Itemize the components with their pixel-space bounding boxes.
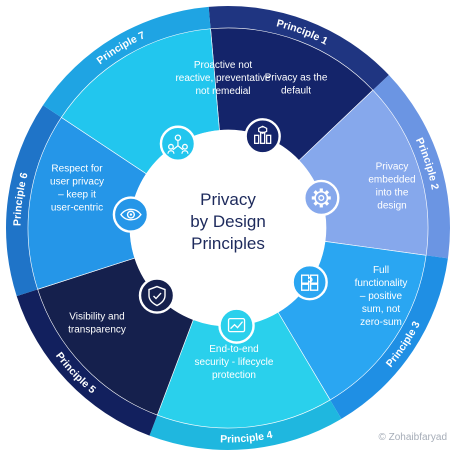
watermark: © Zohaibfaryad	[378, 432, 447, 443]
principle-1-badge	[244, 118, 281, 155]
principle-6-badge	[112, 196, 150, 233]
principle-4-ring-band	[149, 399, 342, 450]
principle-3-ring-band	[330, 255, 448, 419]
center-title-line-2: by Design	[190, 212, 266, 231]
principle-4-badge	[218, 307, 255, 344]
principle-5-ring-band	[16, 289, 158, 436]
principle-7-badge	[159, 125, 197, 162]
principle-2-badge	[303, 179, 340, 217]
security-shield-icon	[148, 285, 166, 307]
principle-5-badge	[138, 277, 176, 314]
shield-blocks-icon	[254, 125, 272, 144]
center-circle	[130, 130, 326, 326]
principle-3-badge	[291, 263, 328, 301]
principle-2-ring-band	[372, 74, 451, 259]
puzzle-icon	[301, 274, 319, 291]
center-title-line-3: Principles	[191, 234, 265, 253]
outer-ring	[5, 6, 451, 450]
eye-icon	[120, 208, 142, 221]
center-title-line-1: Privacy	[200, 190, 256, 209]
center-hub: Privacy by Design Principles	[130, 130, 326, 326]
principle-7-ring-band	[43, 6, 211, 118]
principle-6-ring-band	[5, 105, 62, 297]
users-icon	[167, 134, 189, 154]
gear-icon	[311, 188, 331, 208]
principle-icons	[112, 118, 340, 344]
chart-icon	[227, 317, 246, 333]
principle-1-ring-band	[208, 6, 389, 91]
